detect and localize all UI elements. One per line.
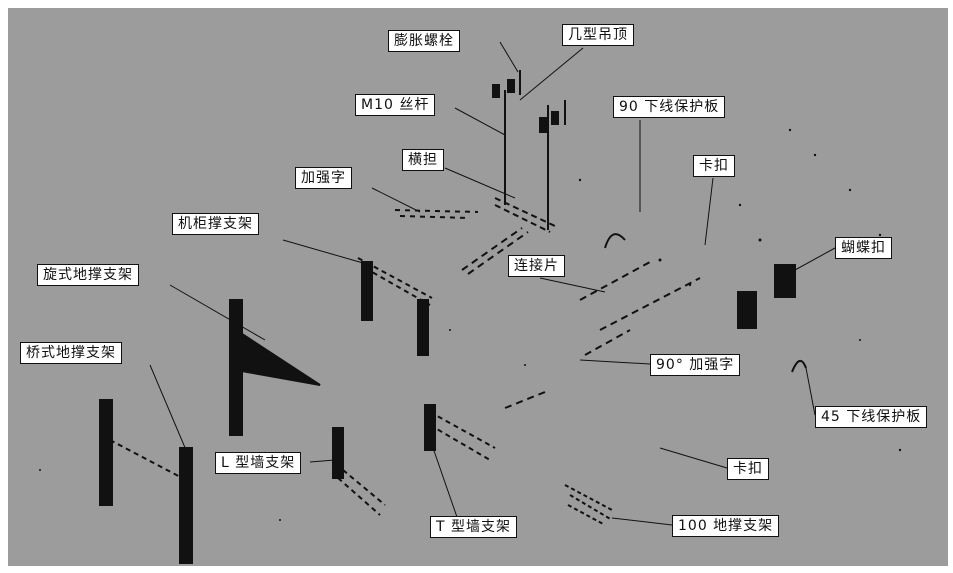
label-stiffener: 加强字 xyxy=(295,167,352,189)
t-wall-bracket-part xyxy=(424,404,496,461)
label-down-guard-90: 90 下线保护板 xyxy=(613,96,726,118)
cabinet-bracket-part xyxy=(357,257,433,356)
label-bridge-floor-bracket: 桥式地撑支架 xyxy=(20,342,122,364)
label-clip-bottom: 卡扣 xyxy=(727,458,769,480)
label-expansion-bolt: 膨胀螺栓 xyxy=(388,30,460,52)
label-m10-rod: M10 丝杆 xyxy=(355,94,436,116)
label-t-wall-bracket: T 型墙支架 xyxy=(430,516,518,538)
floor-bracket-100-part xyxy=(564,484,613,526)
noise-dots xyxy=(39,128,902,521)
l-wall-bracket-part xyxy=(332,427,386,516)
rotary-floor-bracket-part xyxy=(229,299,321,436)
leader-lines xyxy=(149,41,836,526)
bridge-floor-bracket-part xyxy=(99,399,193,564)
stiffener-part xyxy=(394,209,479,219)
label-clip-top: 卡扣 xyxy=(693,155,735,177)
label-floor-bracket-100: 100 地撑支架 xyxy=(672,515,780,537)
label-cabinet-bracket: 机柜撑支架 xyxy=(172,213,259,235)
label-stiffener-90: 90° 加强字 xyxy=(650,354,741,376)
label-butterfly-clip: 蝴蝶扣 xyxy=(835,237,892,259)
label-down-guard-45: 45 下线保护板 xyxy=(815,406,928,428)
crossarm-part xyxy=(494,197,556,233)
label-rotary-floor-bracket: 旋式地撑支架 xyxy=(37,264,139,286)
butterfly-clip-part xyxy=(737,264,796,329)
down-guard-parts xyxy=(604,233,807,373)
label-ji-ceiling: 几型吊顶 xyxy=(562,24,634,46)
label-connector: 连接片 xyxy=(508,255,565,277)
tray-rails xyxy=(461,227,701,409)
m10-rod-assembly xyxy=(492,70,566,230)
label-crossarm: 横担 xyxy=(402,149,444,171)
label-l-wall-bracket: L 型墙支架 xyxy=(215,452,302,474)
